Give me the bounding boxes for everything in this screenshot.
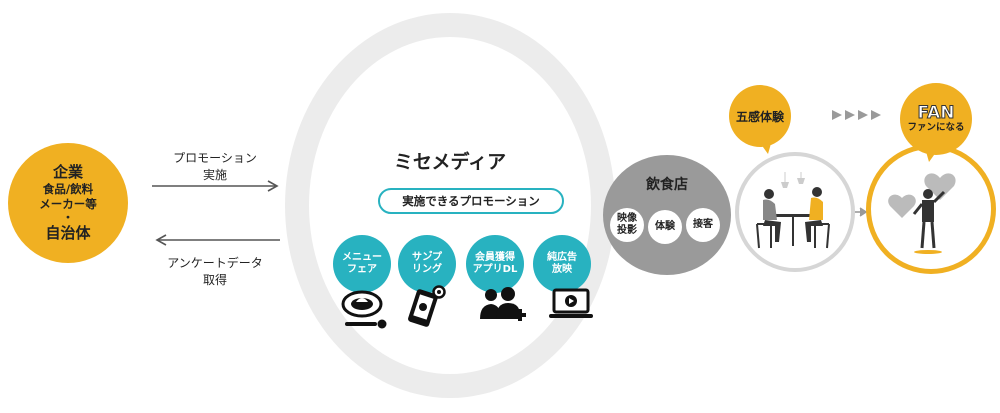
arrow-left [155,234,280,246]
ad-broadcast-label-2: 放映 [552,264,572,275]
menu-fair-label-1: メニュー [342,252,382,263]
ad-broadcast-label-1: 純広告 [547,252,577,263]
implementation-label: 実施 [202,168,227,182]
phone-icon [408,285,446,327]
sampling-label-1: サン゚プ [412,252,442,263]
promotion-pill: 実施できるプロモーション [378,188,564,214]
acquisition-label: 取得 [202,273,227,287]
ad-broadcast-circle: 純広告 放映 [533,235,591,293]
fan-title: FAN [917,103,955,123]
service-label: 接客 [693,219,713,230]
survey-data-label: アンケートデータ [167,256,263,270]
app-dl-label-2: アプリDL [472,264,518,275]
five-senses-callout: 五感体験 [729,85,791,147]
maker-label: メーカー等 [39,197,97,211]
experience-circle: 体験 [648,210,682,244]
dining-scene-ring [735,152,855,272]
service-circle: 接客 [686,208,720,242]
company-node: 企業 食品/飲料 メーカー等 ・ 自治体 [8,143,128,263]
sampling-circle: サン゚プ リング [398,235,456,293]
arrow-right [152,180,279,192]
users-add-icon [480,287,526,321]
menu-fair-label-2: フェア [347,264,377,275]
plate-icon [341,290,387,329]
promotion-label: プロモーション [173,151,257,165]
video-projection-circle: 映像 投影 [610,208,644,242]
video-label-1: 映像 [617,213,637,224]
video-label-2: 投影 [617,225,637,236]
app-dl-circle: 会員獲得 アプリDL [466,235,524,293]
promotion-arrow-label: プロモーション 実施 [150,150,280,184]
survey-arrow-label: アンケートデータ 取得 [150,255,280,289]
municipality-label: 自治体 [45,224,91,242]
menu-fair-circle: メニュー フェア [333,235,391,293]
five-senses-label: 五感体験 [735,109,784,124]
fan-illustration-icon [888,173,956,254]
separator-dot: ・ [62,211,74,224]
sampling-label-2: リング [412,264,442,275]
chevrons [832,110,881,120]
food-beverage-label: 食品/飲料 [42,182,94,196]
dining-illustration-icon [756,172,830,249]
laptop-play-icon [549,288,593,318]
fan-callout: FAN ファンになる [900,83,972,155]
company-label: 企業 [52,163,83,181]
restaurant-title: 飲食店 [646,177,688,193]
app-dl-label-1: 会員獲得 [475,252,515,263]
five-senses-pointer [758,140,772,154]
fan-pointer [925,148,939,162]
media-title: ミセメディア [393,151,507,173]
experience-label: 体験 [655,221,675,232]
fan-subtitle: ファンになる [907,122,965,133]
